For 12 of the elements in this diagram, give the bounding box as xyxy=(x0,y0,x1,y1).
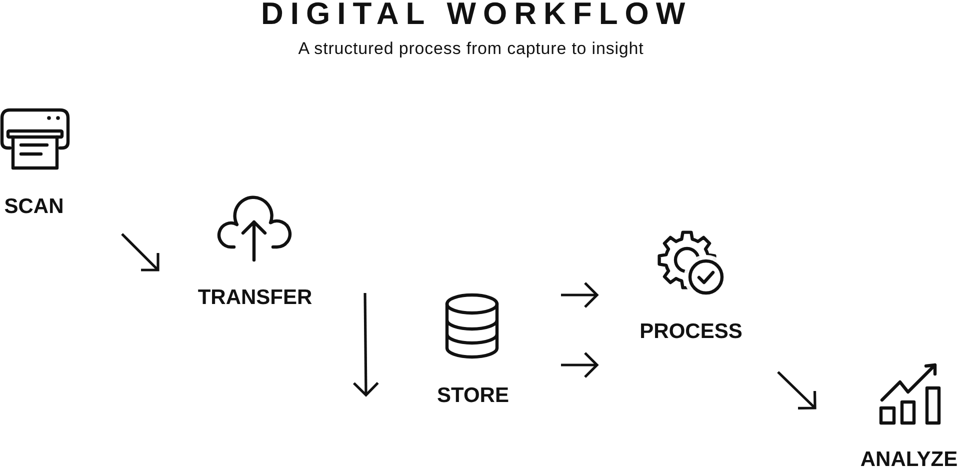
step-label: TRANSFER xyxy=(198,287,312,308)
arrow xyxy=(352,292,380,396)
step-label: ANALYZE xyxy=(860,449,958,470)
step-label: STORE xyxy=(437,385,509,406)
arrow xyxy=(561,282,598,308)
diagram-title: DIGITAL WORKFLOW xyxy=(261,0,692,28)
step-label: PROCESS xyxy=(640,321,742,342)
arrow xyxy=(121,233,160,272)
arrow xyxy=(777,371,816,410)
step-label: SCAN xyxy=(4,196,64,217)
subtitle: A structured process from capture to insight xyxy=(298,39,644,60)
arrow xyxy=(561,352,598,378)
